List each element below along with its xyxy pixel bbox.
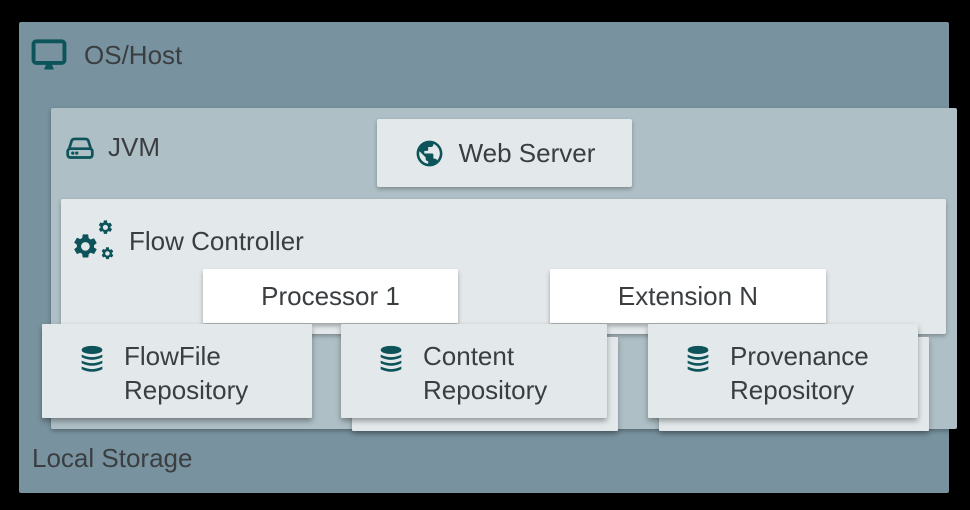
database-icon	[687, 345, 709, 372]
jvm-header: JVM	[63, 130, 160, 164]
extension-box: Extension N	[550, 269, 826, 323]
monitor-icon	[31, 39, 67, 70]
processor-label: Processor 1	[261, 280, 400, 311]
flowfile-repository-label: FlowFile Repository	[124, 341, 249, 405]
os-host-label: OS/Host	[84, 39, 183, 70]
web-server-box: Web Server	[377, 119, 632, 187]
jvm-label: JVM	[108, 131, 160, 162]
flowfile-repository-box: FlowFile Repository	[42, 324, 312, 418]
gears-icon	[74, 220, 114, 260]
globe-icon	[416, 140, 443, 166]
provenance-repository-label: Provenance Repository	[730, 341, 869, 405]
content-repository-label: Content Repository	[423, 341, 548, 405]
flow-controller-header: Flow Controller	[71, 218, 304, 264]
content-repository-box: Content Repository	[341, 324, 607, 418]
hard-drive-icon	[66, 137, 94, 159]
os-host-header: OS/Host	[31, 37, 182, 73]
database-icon	[380, 345, 402, 372]
flow-controller-label: Flow Controller	[129, 225, 304, 256]
flow-controller-box: Flow Controller Processor 1 Extension N	[61, 199, 946, 334]
provenance-repository-box: Provenance Repository	[648, 324, 918, 418]
os-host-box: OS/Host JVM Web Server	[19, 22, 957, 493]
processor-box: Processor 1	[203, 269, 458, 323]
database-icon	[81, 345, 103, 372]
local-storage-label: Local Storage	[32, 443, 193, 473]
web-server-label: Web Server	[458, 137, 596, 168]
extension-label: Extension N	[617, 280, 759, 311]
